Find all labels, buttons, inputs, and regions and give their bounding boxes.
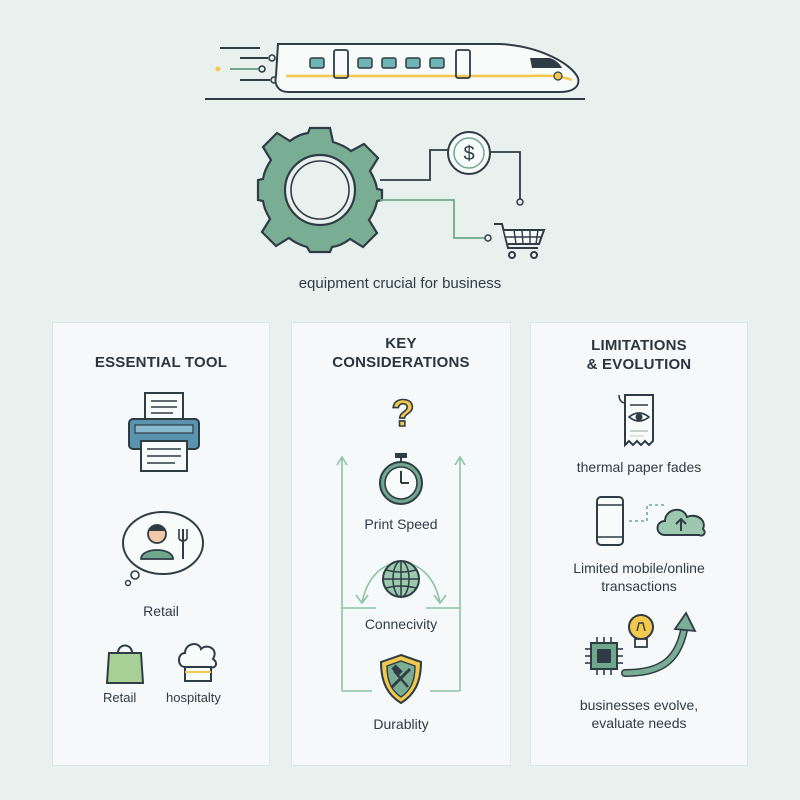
item-label: Retail — [103, 690, 137, 705]
panel-title: ESSENTIAL TOOL — [94, 354, 228, 371]
item-label: hospitalty — [166, 690, 221, 705]
svg-text:?: ? — [391, 393, 414, 435]
stopwatch-icon — [379, 453, 423, 505]
connector-lines — [380, 149, 524, 242]
chef-hat-icon — [178, 643, 218, 682]
speech-bubble-person-icon — [122, 511, 204, 587]
panel-essential-tool: ESSENTIAL TOOL Retail Retail hospitalty — [52, 322, 270, 766]
item-label: Durablity — [373, 716, 429, 732]
shopping-bag-icon — [105, 644, 145, 684]
item-label-line1: Limited mobile/online — [573, 560, 705, 576]
question-mark-icon: ? — [391, 392, 416, 436]
item-label: Retail — [143, 603, 179, 619]
item-label-line2: transactions — [601, 578, 677, 594]
item-label: Connecivity — [364, 616, 438, 632]
item-label-line2: evaluate needs — [591, 715, 687, 731]
panel-title-line2: & EVOLUTION — [586, 356, 692, 373]
item-label: thermal paper fades — [576, 459, 702, 475]
item-label-line1: businesses evolve, — [579, 697, 699, 713]
header-caption: equipment crucial for business — [298, 275, 502, 292]
chip-lightbulb-arrow-icon — [585, 611, 697, 677]
fading-receipt-icon — [618, 394, 654, 448]
globe-icon — [382, 560, 420, 598]
gear-icon — [256, 126, 384, 254]
phone-cloud-icon — [596, 496, 706, 546]
panel-title-line2: CONSIDERATIONS — [332, 354, 470, 371]
receipt-printer-icon — [128, 392, 200, 472]
panel-title-line1: KEY — [385, 335, 417, 352]
item-label: Print Speed — [364, 516, 438, 532]
svg-text:$: $ — [463, 143, 474, 165]
panel-limitations-evolution: LIMITATIONS & EVOLUTION thermal paper fa… — [530, 322, 748, 766]
shield-tools-icon — [379, 653, 423, 705]
dollar-coin-icon: $ — [447, 131, 491, 175]
panel-key-considerations: KEY CONSIDERATIONS ? Print Speed Conneci… — [291, 322, 511, 766]
shopping-cart-icon — [494, 223, 546, 259]
panel-title-line1: LIMITATIONS — [591, 337, 687, 354]
train-icon — [205, 43, 585, 100]
